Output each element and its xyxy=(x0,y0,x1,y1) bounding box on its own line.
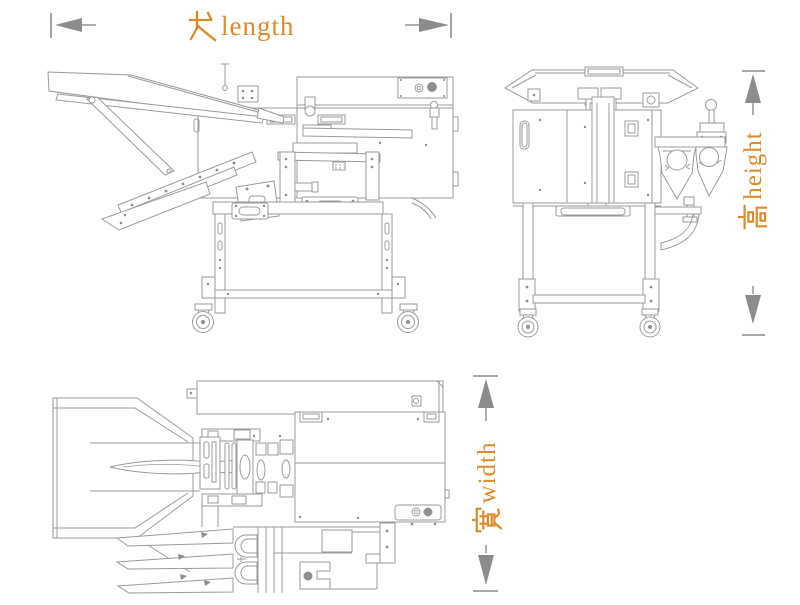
joystick-lever xyxy=(696,99,727,144)
side-view-drawing xyxy=(47,63,459,333)
support-strut xyxy=(85,96,175,176)
feed-tray xyxy=(47,63,285,124)
hinge xyxy=(624,120,639,137)
char-glyph-gao xyxy=(738,204,768,230)
char-glyph-chang xyxy=(188,10,217,42)
dimension-label-length: length xyxy=(188,10,295,42)
width-arrow-down-icon xyxy=(473,545,498,592)
hinge xyxy=(624,171,639,188)
caster-wheel-left xyxy=(517,308,539,338)
caster-wheel-right xyxy=(397,303,419,333)
control-panel xyxy=(397,77,448,99)
hopper xyxy=(504,66,699,108)
length-text: length xyxy=(221,10,295,41)
latch xyxy=(429,101,440,130)
rear-body-panel xyxy=(186,380,444,415)
infeed-funnel xyxy=(52,397,200,573)
under-frame-plan xyxy=(233,522,396,593)
width-arrow-up-icon xyxy=(473,375,498,421)
stand-frame xyxy=(201,197,437,314)
plan-view-drawing xyxy=(52,380,450,594)
stand-legs xyxy=(518,202,660,314)
sewing-mechanism-plan xyxy=(199,428,294,527)
caster-wheel-left xyxy=(192,303,214,333)
leg-left xyxy=(214,213,226,314)
height-text: height xyxy=(739,131,767,200)
knob-panel xyxy=(394,504,442,526)
cabinet-body xyxy=(512,96,662,207)
main-body-plan xyxy=(294,411,450,526)
height-arrow-down-icon xyxy=(742,286,765,336)
length-arrow-left-icon xyxy=(50,13,96,38)
length-arrow-right-icon xyxy=(405,13,452,38)
height-dimension-arrows xyxy=(742,70,765,336)
leg-right xyxy=(381,213,393,314)
dimension-label-width: width xyxy=(471,433,503,543)
lower-shelf xyxy=(555,202,702,251)
caster-wheel-right xyxy=(639,308,661,338)
end-view-drawing xyxy=(504,66,728,338)
door-handle xyxy=(519,120,530,150)
dome-guides xyxy=(234,534,258,585)
discharge-darts xyxy=(115,528,234,594)
width-dimension-arrows xyxy=(473,375,498,592)
width-text: width xyxy=(473,441,501,504)
char-glyph-kuan xyxy=(472,508,502,533)
dimension-label-height: height xyxy=(737,125,769,237)
twin-funnels xyxy=(654,136,728,223)
height-arrow-up-icon xyxy=(742,70,765,115)
